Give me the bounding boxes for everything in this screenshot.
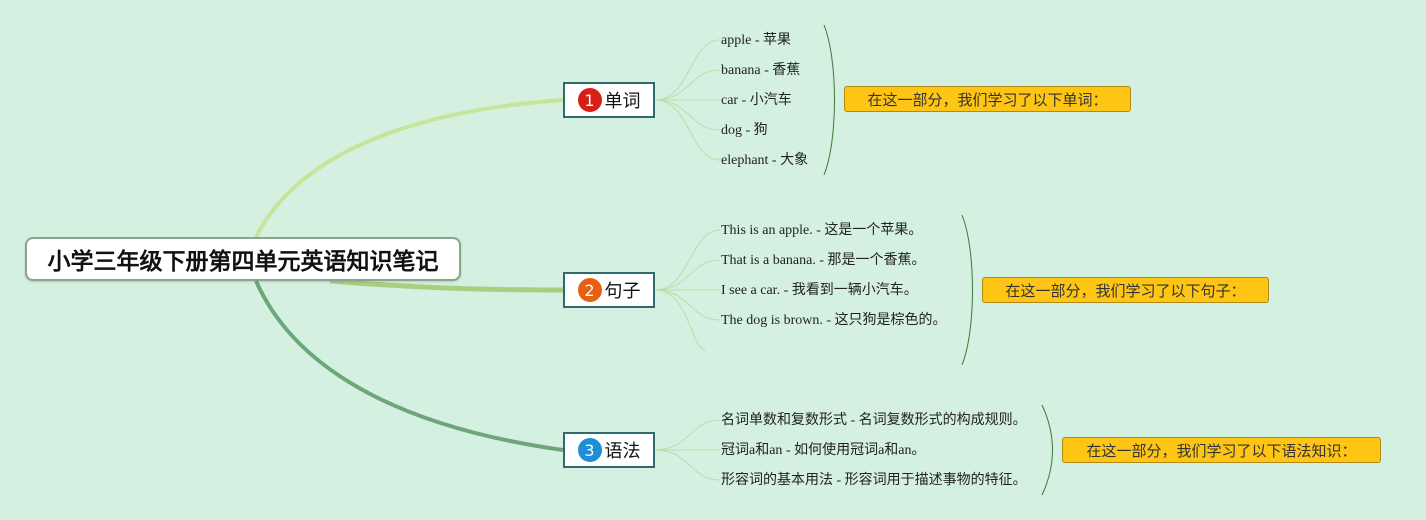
branch-3-summary-brace (1041, 404, 1053, 496)
branch-1-leaf-lines (654, 39, 721, 161)
leaf-item[interactable]: 名词单数和复数形式 - 名词复数形式的构成规则。 (721, 413, 1027, 428)
summary-vocabulary[interactable]: 在这一部分，我们学习了以下单词： (844, 86, 1131, 112)
root-topic[interactable]: 小学三年级下册第四单元英语知识笔记 (25, 237, 461, 281)
leaf-item[interactable]: elephant - 大象 (721, 153, 809, 168)
leaf-item[interactable]: car - 小汽车 (721, 93, 792, 108)
branch-topic-label: 语法 (604, 441, 641, 462)
leaf-item[interactable]: 冠词a和an - 如何使用冠词a和an。 (721, 443, 926, 458)
summary-sentences[interactable]: 在这一部分，我们学习了以下句子： (982, 277, 1269, 303)
summary-grammar[interactable]: 在这一部分，我们学习了以下语法知识： (1062, 437, 1381, 463)
root-topic-title: 小学三年级下册第四单元英语知识笔记 (47, 249, 439, 275)
branch-topic-grammar[interactable]: 3 语法 (563, 432, 655, 468)
branch-2-leaf-lines (654, 229, 721, 351)
leaf-item[interactable]: This is an apple. - 这是一个苹果。 (721, 223, 923, 238)
branch-2-summary-brace (961, 214, 973, 366)
leaf-item[interactable]: I see a car. - 我看到一辆小汽车。 (721, 283, 918, 298)
leaf-item[interactable]: The dog is brown. - 这只狗是棕色的。 (721, 313, 947, 328)
leaf-item[interactable]: 形容词的基本用法 - 形容词用于描述事物的特征。 (721, 473, 1027, 488)
number-2-badge-icon: 2 (577, 278, 602, 302)
leaf-item[interactable]: apple - 苹果 (721, 33, 791, 48)
root-to-branch-3-line (254, 280, 564, 452)
leaf-item[interactable]: That is a banana. - 那是一个香蕉。 (721, 253, 926, 268)
branch-3-leaf-lines (654, 419, 721, 481)
branch-topic-label: 句子 (604, 281, 641, 302)
number-1-badge-icon: 1 (577, 88, 602, 112)
branch-topic-label: 单词 (604, 91, 641, 112)
branch-topic-sentences[interactable]: 2 句子 (563, 272, 655, 308)
branch-1-summary-brace (823, 24, 835, 176)
branch-topic-vocabulary[interactable]: 1 单词 (563, 82, 655, 118)
leaf-item[interactable]: dog - 狗 (721, 123, 768, 138)
leaf-item[interactable]: banana - 香蕉 (721, 63, 801, 78)
root-to-branch-2-line (329, 278, 564, 293)
number-3-badge-icon: 3 (577, 438, 602, 462)
root-to-branch-1-line (254, 98, 564, 238)
